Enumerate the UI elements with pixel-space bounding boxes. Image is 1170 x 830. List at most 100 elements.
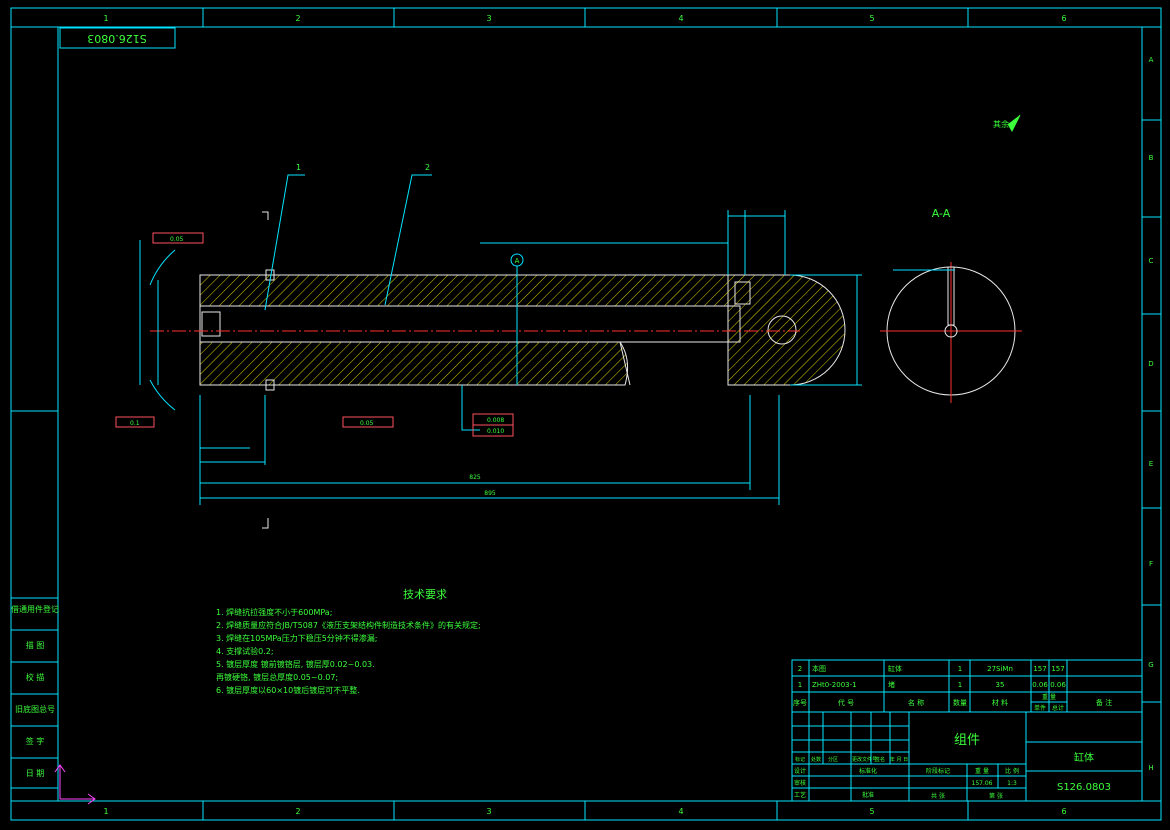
part-name: 缸体 (888, 664, 902, 673)
role-label: 工艺 (794, 791, 806, 799)
tech-req-item: 4. 支撑试验0.2; (216, 646, 274, 656)
rev-label: 标记 (795, 756, 805, 763)
zone-col-label: 2 (295, 14, 300, 23)
sheet-frame (10, 7, 1162, 821)
zone-col-label: 4 (678, 14, 683, 23)
ucs-axis-icon (54, 764, 96, 805)
zone-row-label: A (1149, 56, 1154, 64)
section-cut-marks (262, 211, 269, 529)
stage-label: 阶段标记 (926, 767, 950, 775)
section-view-label: A-A (932, 207, 951, 220)
left-record-strip: 借通用件登记 描 图 校 描 旧底图总号 签 字 日 期 (10, 597, 59, 789)
zone-row-label: G (1148, 661, 1153, 669)
parts-header: 名 称 (908, 698, 924, 707)
zone-row-label: F (1149, 560, 1153, 568)
tol-frame-d: 0.008 (487, 417, 504, 424)
dimension-lines: 825 895 (139, 210, 862, 505)
main-view (150, 269, 846, 391)
tech-req-item: 再镀硬铬, 镀层总厚度0.05~0.07; (216, 672, 338, 682)
zone-col-label: 3 (486, 807, 491, 816)
zone-col-label: 2 (295, 807, 300, 816)
parts-header: 材 料 (992, 698, 1008, 707)
zone-row-label: D (1148, 360, 1153, 368)
part-code: ZHt0-2003-1 (812, 681, 857, 689)
part-material: 27SiMn (987, 665, 1013, 673)
part-seq: 2 (798, 665, 802, 673)
zone-column-labels-top: 1 2 3 4 5 6 (103, 14, 1066, 23)
zone-col-label: 1 (103, 807, 108, 816)
zone-row-label: H (1148, 764, 1153, 772)
leaders: 1 2 A (264, 163, 524, 385)
rev-label: 分区 (828, 756, 838, 763)
part-code: 本图 (812, 664, 826, 673)
zone-col-label: 6 (1061, 14, 1066, 23)
zone-col-label: 5 (869, 807, 874, 816)
strip-label: 借通用件登记 (11, 604, 59, 614)
parts-header: 数量 (953, 698, 967, 707)
part-name: 堵 (888, 680, 895, 689)
strip-label: 签 字 (26, 736, 45, 746)
balloon-2: 2 (425, 163, 430, 172)
zone-row-label: B (1149, 154, 1154, 162)
section-mark: A (515, 257, 520, 265)
assembly-name: 组件 (954, 733, 980, 748)
parts-header: 代 号 (838, 698, 854, 707)
dim-overall-1: 825 (469, 474, 481, 481)
strip-label: 校 描 (26, 672, 45, 682)
roughness-note: 其余 (993, 114, 1021, 133)
part-qty: 1 (958, 681, 962, 689)
rev-label: 签名 (875, 756, 885, 763)
part-total-weight: 0.06 (1050, 681, 1066, 689)
zone-row-label: E (1149, 460, 1153, 468)
zone-col-label: 3 (486, 14, 491, 23)
zone-row-labels: A B C D E F G H (1148, 56, 1153, 772)
tol-frame-b: 0.05 (360, 420, 374, 427)
title-block: 2 本图 缸体 1 27SiMn 157 157 1 ZHt0-2003-1 堵… (791, 659, 1143, 802)
scale-label: 比 例 (1005, 767, 1019, 775)
zone-col-label: 5 (869, 14, 874, 23)
parts-header: 总计 (1052, 704, 1064, 712)
zone-row-label: C (1149, 257, 1154, 265)
scale-value: 1:3 (1007, 780, 1017, 787)
rev-label: 处数 (811, 756, 821, 763)
tol-frame-e: 0.010 (487, 428, 504, 435)
balloon-1: 1 (296, 163, 301, 172)
part-seq: 1 (798, 681, 802, 689)
rev-label: 年 月 日 (890, 756, 908, 763)
weight-value: 157.06 (972, 780, 993, 787)
role-label: 审核 (794, 779, 806, 787)
part-material: 35 (996, 681, 1005, 689)
tech-req-item: 2. 焊缝质量应符合JB/T5087《液压支架结构件制造技术条件》的有关规定; (216, 620, 481, 630)
roughness-note-text: 其余 (993, 119, 1009, 129)
tech-req-item: 1. 焊缝抗拉强度不小于600MPa; (216, 607, 332, 617)
weight-label: 重 量 (975, 767, 989, 775)
tech-req-item: 5. 镀层厚度 镀前镀铬层, 镀层厚0.02~0.03. (216, 659, 375, 669)
strip-label: 日 期 (26, 769, 45, 778)
dim-overall-2: 895 (484, 490, 496, 497)
sheet-total: 共 张 (931, 792, 945, 800)
end-cap (727, 274, 846, 386)
sheet-no: 第 张 (989, 792, 1003, 800)
part-name-title: 缸体 (1074, 751, 1094, 764)
part-total-weight: 157 (1051, 665, 1064, 673)
rev-label: 更改文件号 (852, 756, 877, 763)
parts-header: 序号 (793, 698, 807, 707)
role-label: 批准 (862, 791, 874, 799)
tolerance-frames: 0.05 0.05 0.1 0.008 0.010 (115, 232, 514, 437)
part-unit-weight: 157 (1033, 665, 1046, 673)
role-label: 设计 (794, 767, 806, 775)
tech-req-title: 技术要求 (403, 588, 447, 601)
tol-frame-a: 0.05 (170, 236, 184, 243)
weight-header: 重 量 (1042, 693, 1056, 701)
part-unit-weight: 0.06 (1032, 681, 1048, 689)
part-qty: 1 (958, 665, 962, 673)
rotated-drawing-number: S126.0803 (87, 32, 146, 45)
parts-header: 单件 (1034, 704, 1046, 712)
strip-label: 旧底图总号 (15, 704, 55, 714)
zone-col-label: 1 (103, 14, 108, 23)
role-label: 标准化 (859, 767, 877, 775)
zone-column-labels-bottom: 1 2 3 4 5 6 (103, 807, 1066, 816)
drawing-number: S126.0803 (1057, 782, 1111, 793)
section-view-a-a: A-A (880, 207, 1022, 403)
